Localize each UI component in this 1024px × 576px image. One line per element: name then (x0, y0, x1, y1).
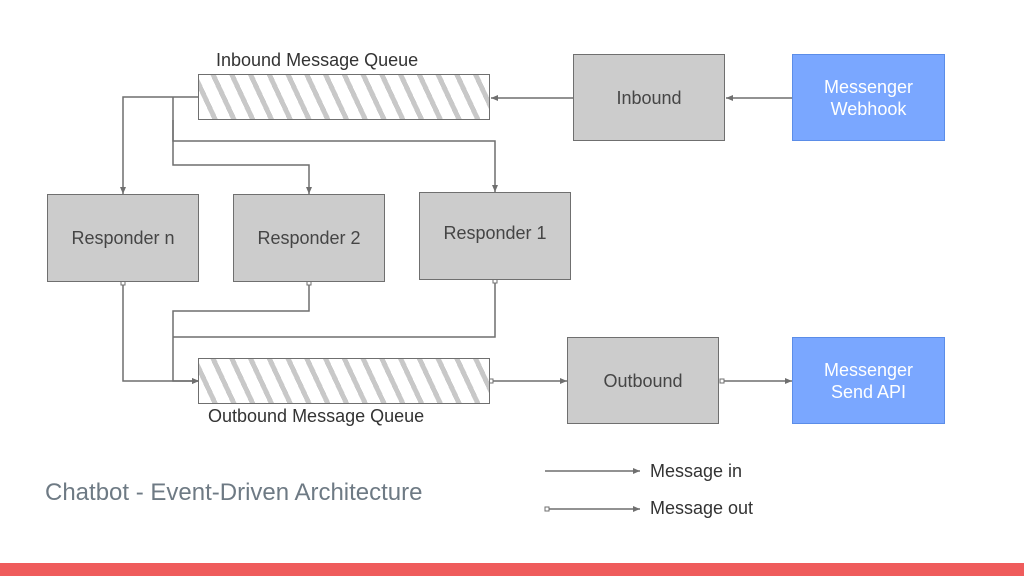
arrow-queue-to-responder-1 (172, 120, 498, 192)
responder-1-box: Responder 1 (419, 192, 571, 280)
legend-message-out-label: Message out (650, 498, 754, 518)
responder-n-label: Responder n (71, 228, 175, 248)
messenger-webhook-label: Messenger Webhook (823, 76, 914, 119)
responder-1-label: Responder 1 (443, 223, 547, 243)
messenger-webhook-box: Messenger Webhook (792, 54, 945, 141)
inbound-message-queue (198, 74, 490, 120)
arrow-responder-n-to-queue (122, 284, 199, 384)
arrow-responder-2-to-queue (172, 284, 310, 384)
inbound-queue-label: Inbound Message Queue (216, 50, 419, 70)
accent-bar (0, 563, 1024, 576)
messenger-send-api-box: Messenger Send API (792, 337, 945, 424)
outbound-queue-label: Outbound Message Queue (208, 406, 425, 426)
outbound-box: Outbound (567, 337, 719, 424)
outbound-box-label: Outbound (603, 370, 683, 391)
responder-2-label: Responder 2 (257, 228, 361, 248)
diagram-title: Chatbot - Event-Driven Architecture (45, 479, 423, 506)
legend-message-in-label: Message in (650, 461, 743, 481)
inbound-box: Inbound (573, 54, 725, 141)
arrow-queue-to-responder-n (120, 96, 199, 194)
out-port-outbound (719, 378, 725, 384)
responder-2-box: Responder 2 (233, 194, 385, 282)
outbound-message-queue (198, 358, 490, 404)
messenger-send-api-label: Messenger Send API (823, 359, 914, 402)
arrow-responder-1-to-queue (173, 282, 496, 338)
responder-n-box: Responder n (47, 194, 199, 282)
inbound-box-label: Inbound (616, 87, 682, 108)
legend-out-port (544, 506, 550, 512)
